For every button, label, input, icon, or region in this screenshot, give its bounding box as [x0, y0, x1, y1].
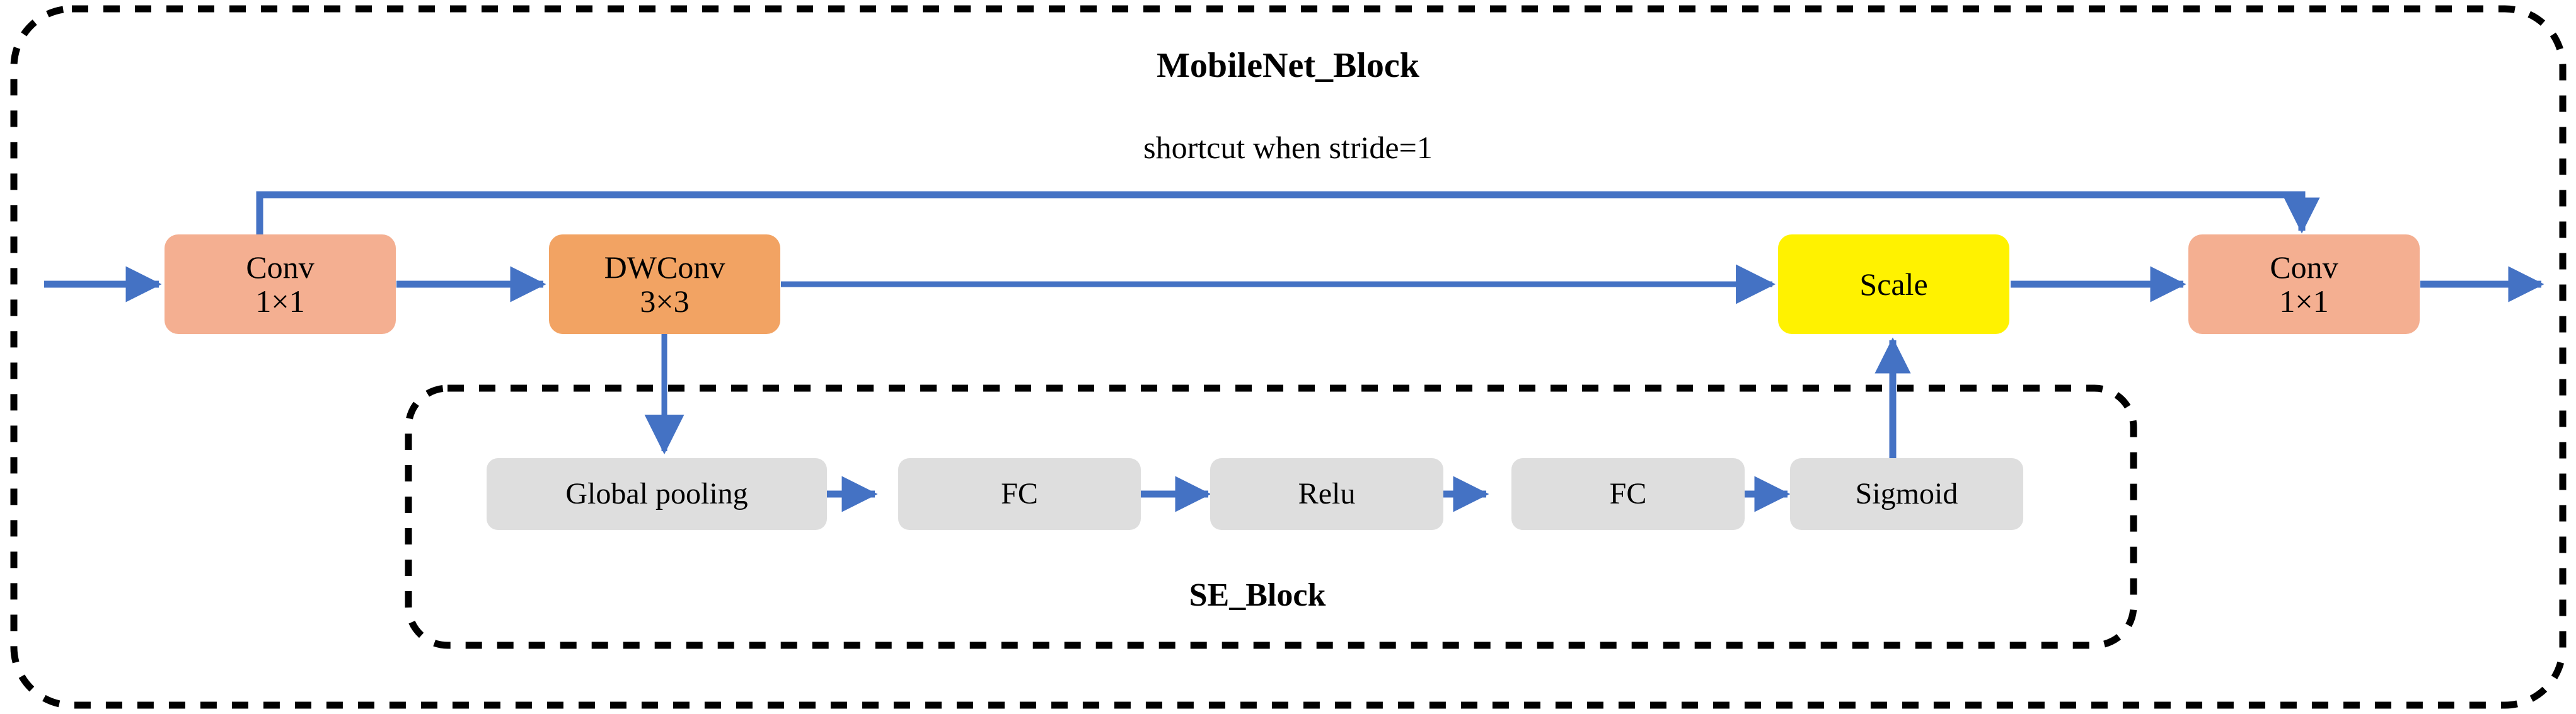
mobilenet-block-border [10, 5, 2567, 709]
shortcut-note: shortcut when stride=1 [0, 129, 2576, 166]
node-global-pooling[interactable]: Global pooling [487, 458, 827, 530]
node-relu[interactable]: Relu [1210, 458, 1443, 530]
node-fc2-label: FC [1609, 477, 1647, 511]
shortcut-note-text: shortcut when stride=1 [1143, 130, 1433, 165]
node-scale-line1: Scale [1859, 267, 1928, 302]
arrow-shortcut [256, 191, 2320, 235]
node-conv2-line1: Conv [2270, 250, 2338, 285]
se-block-title: SE_Block [1008, 577, 1506, 614]
node-dwconv[interactable]: DWConv 3×3 [549, 234, 780, 334]
node-dwconv-line2: 3×3 [640, 284, 690, 319]
page-title-text: MobileNet_Block [1157, 46, 1419, 85]
se-block-border [405, 384, 2137, 649]
node-conv1[interactable]: Conv 1×1 [165, 234, 396, 334]
node-sigmoid-label: Sigmoid [1855, 477, 1958, 511]
node-fc1[interactable]: FC [898, 458, 1141, 530]
node-relu-label: Relu [1298, 477, 1356, 511]
node-global-pooling-label: Global pooling [565, 477, 748, 511]
se-block-title-text: SE_Block [1189, 577, 1326, 613]
node-conv2[interactable]: Conv 1×1 [2188, 234, 2420, 334]
page-title: MobileNet_Block [0, 45, 2576, 86]
node-conv2-line2: 1×1 [2279, 284, 2329, 319]
node-conv1-line2: 1×1 [255, 284, 305, 319]
node-conv1-line1: Conv [246, 250, 315, 285]
node-scale[interactable]: Scale [1778, 234, 2009, 334]
node-dwconv-line1: DWConv [604, 250, 725, 285]
node-fc1-label: FC [1001, 477, 1038, 511]
node-sigmoid[interactable]: Sigmoid [1790, 458, 2023, 530]
node-fc2[interactable]: FC [1511, 458, 1745, 530]
